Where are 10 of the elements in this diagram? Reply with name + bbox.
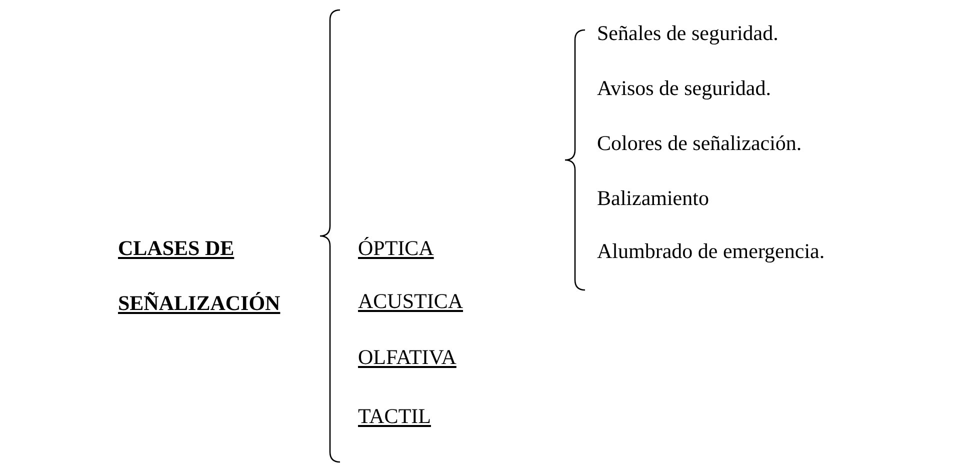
heading: CLASES DE SEÑALIZACIÓN <box>118 235 282 317</box>
list-item: Avisos de seguridad. <box>597 76 771 100</box>
list-item: Colores de señalización. <box>597 131 802 155</box>
category-label: OLFATIVA <box>358 345 456 369</box>
list-item: Señales de seguridad. <box>597 21 778 45</box>
category-label: ACUSTICA <box>358 289 464 313</box>
category-label: ÓPTICA <box>358 236 434 260</box>
list-item: Balizamiento <box>597 186 709 210</box>
list-item: Alumbrado de emergencia. <box>597 239 825 263</box>
category-label: TACTIL <box>358 404 431 428</box>
